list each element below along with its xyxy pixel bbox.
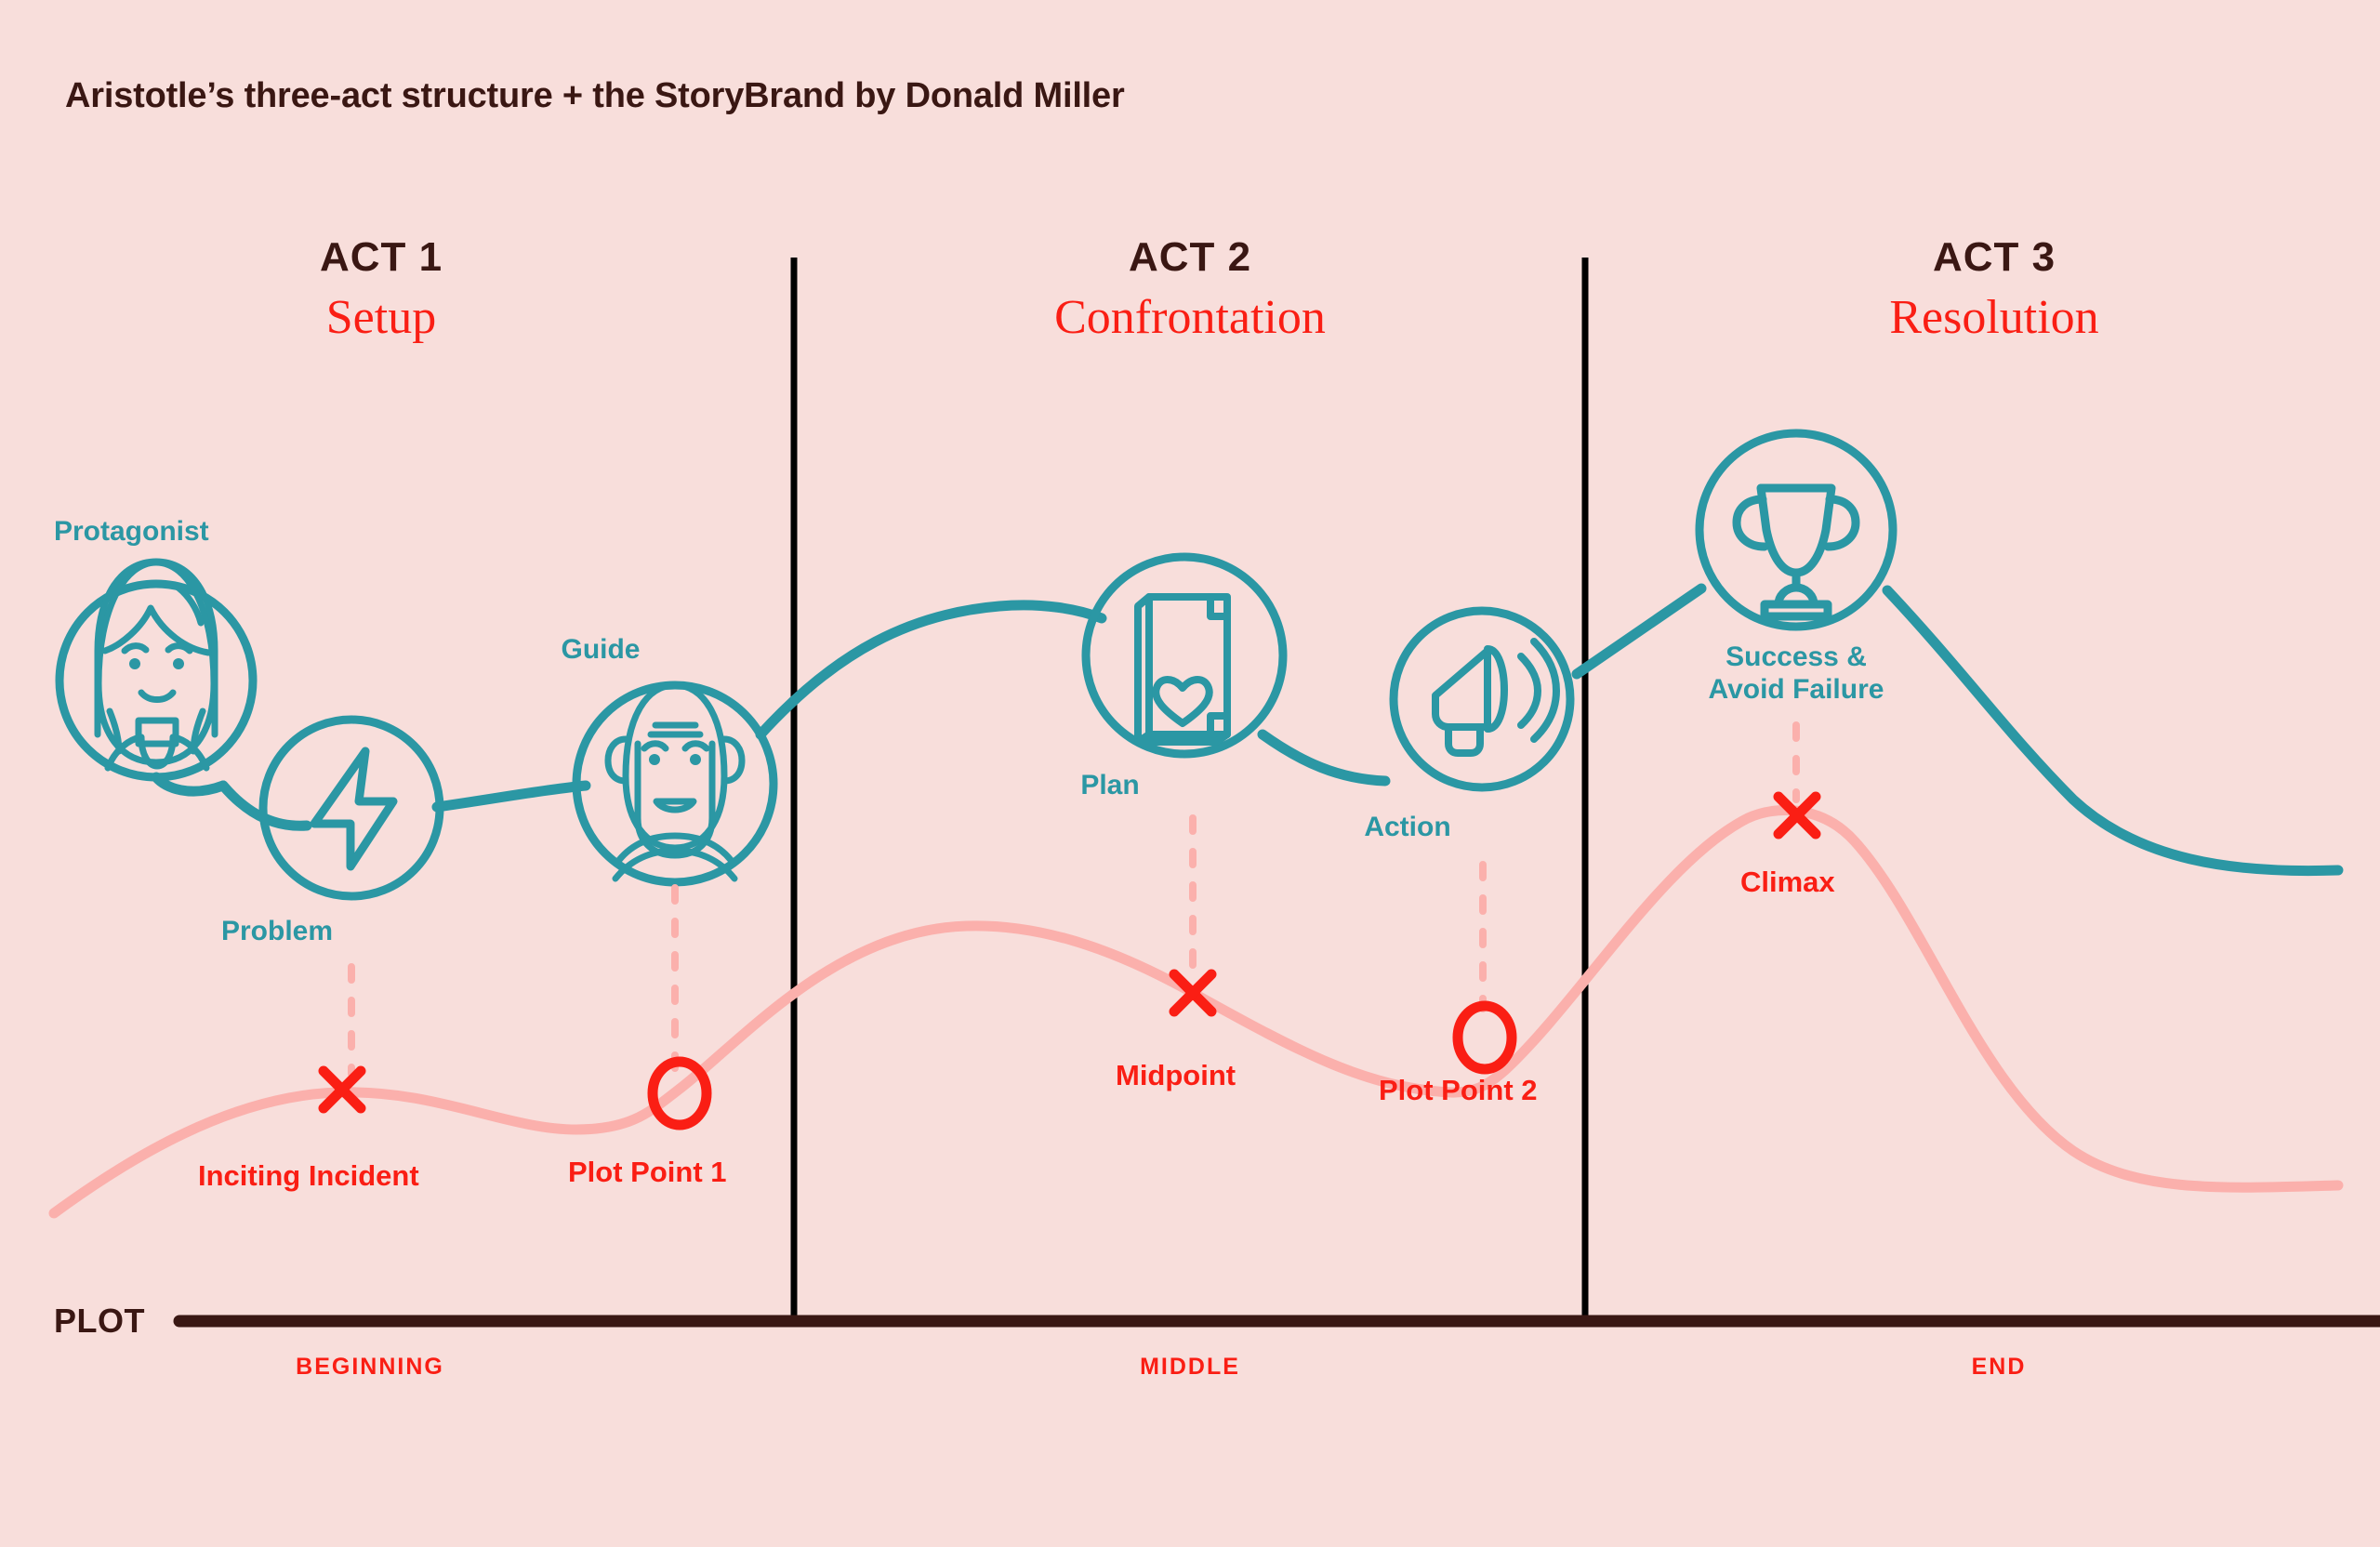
- bearded-man-face-icon: [604, 681, 746, 882]
- node-label-guide: Guide: [561, 634, 641, 665]
- node-label-success-line1: Success &: [1726, 641, 1867, 672]
- marker-plot-point-1[interactable]: [647, 1056, 712, 1130]
- success-circle: [1695, 429, 1897, 631]
- node-guide[interactable]: [572, 681, 778, 887]
- plan-circle: [1081, 552, 1288, 759]
- node-protagonist[interactable]: [55, 558, 258, 782]
- trophy-icon: [1732, 483, 1860, 621]
- node-success[interactable]: [1695, 429, 1897, 631]
- act-3-header: ACT 3 Resolution: [1715, 234, 2273, 345]
- axis-tick-beginning: BEGINNING: [296, 1354, 444, 1380]
- node-label-problem: Problem: [220, 916, 334, 946]
- lightning-bolt-icon: [310, 747, 398, 871]
- node-label-plan: Plan: [1080, 770, 1140, 800]
- plot-label-inciting-incident: Inciting Incident: [198, 1159, 419, 1192]
- node-problem[interactable]: [258, 715, 444, 901]
- act-2-subtitle: Confrontation: [1054, 291, 1326, 344]
- megaphone-icon: [1432, 638, 1560, 757]
- teal-link-problem-guide: [431, 780, 591, 813]
- teal-link-plan-action: [1257, 729, 1391, 787]
- teal-protagonist-stub: [151, 772, 229, 797]
- marker-plot-point-2[interactable]: [1452, 1000, 1517, 1075]
- node-action[interactable]: [1389, 606, 1575, 792]
- node-label-success-line2: Avoid Failure: [1708, 673, 1884, 705]
- problem-circle: [258, 715, 444, 901]
- plot-label-plot-point-1: Plot Point 1: [568, 1156, 727, 1188]
- teal-link-action-success: [1571, 583, 1707, 680]
- node-label-protagonist: Protagonist: [54, 516, 209, 547]
- axis-tick-end: END: [1971, 1354, 2027, 1380]
- plot-label-climax: Climax: [1740, 866, 1835, 898]
- plot-axis-label: PLOT: [54, 1302, 145, 1340]
- marker-midpoint[interactable]: [1169, 969, 1217, 1017]
- act-3-number: ACT 3: [1932, 234, 2056, 280]
- act-2-number: ACT 2: [1128, 234, 1252, 280]
- action-circle: [1389, 606, 1575, 792]
- plot-curve-pink: [48, 805, 2344, 1219]
- act-1-number: ACT 1: [319, 234, 443, 280]
- woman-face-icon: [94, 558, 218, 772]
- book-heart-icon: [1134, 593, 1231, 746]
- axis-tick-middle: MIDDLE: [1140, 1354, 1240, 1380]
- node-label-success: Success & Avoid Failure: [1657, 641, 1936, 706]
- marker-climax[interactable]: [1773, 791, 1821, 840]
- act-2-header: ACT 2 Confrontation: [911, 234, 1469, 345]
- teal-link-guide-plan: [755, 600, 1107, 740]
- plot-label-midpoint: Midpoint: [1116, 1059, 1236, 1091]
- node-plan[interactable]: [1081, 552, 1288, 759]
- act-3-subtitle: Resolution: [1889, 291, 2099, 344]
- plot-label-plot-point-2: Plot Point 2: [1379, 1074, 1538, 1106]
- page-title: Aristotle’s three-act structure + the St…: [65, 76, 1125, 115]
- act-1-header: ACT 1 Setup: [102, 234, 660, 345]
- marker-inciting-incident[interactable]: [318, 1065, 366, 1114]
- teal-resolution-tail: [1882, 585, 2344, 877]
- act-1-subtitle: Setup: [325, 291, 437, 344]
- node-label-action: Action: [1364, 812, 1451, 842]
